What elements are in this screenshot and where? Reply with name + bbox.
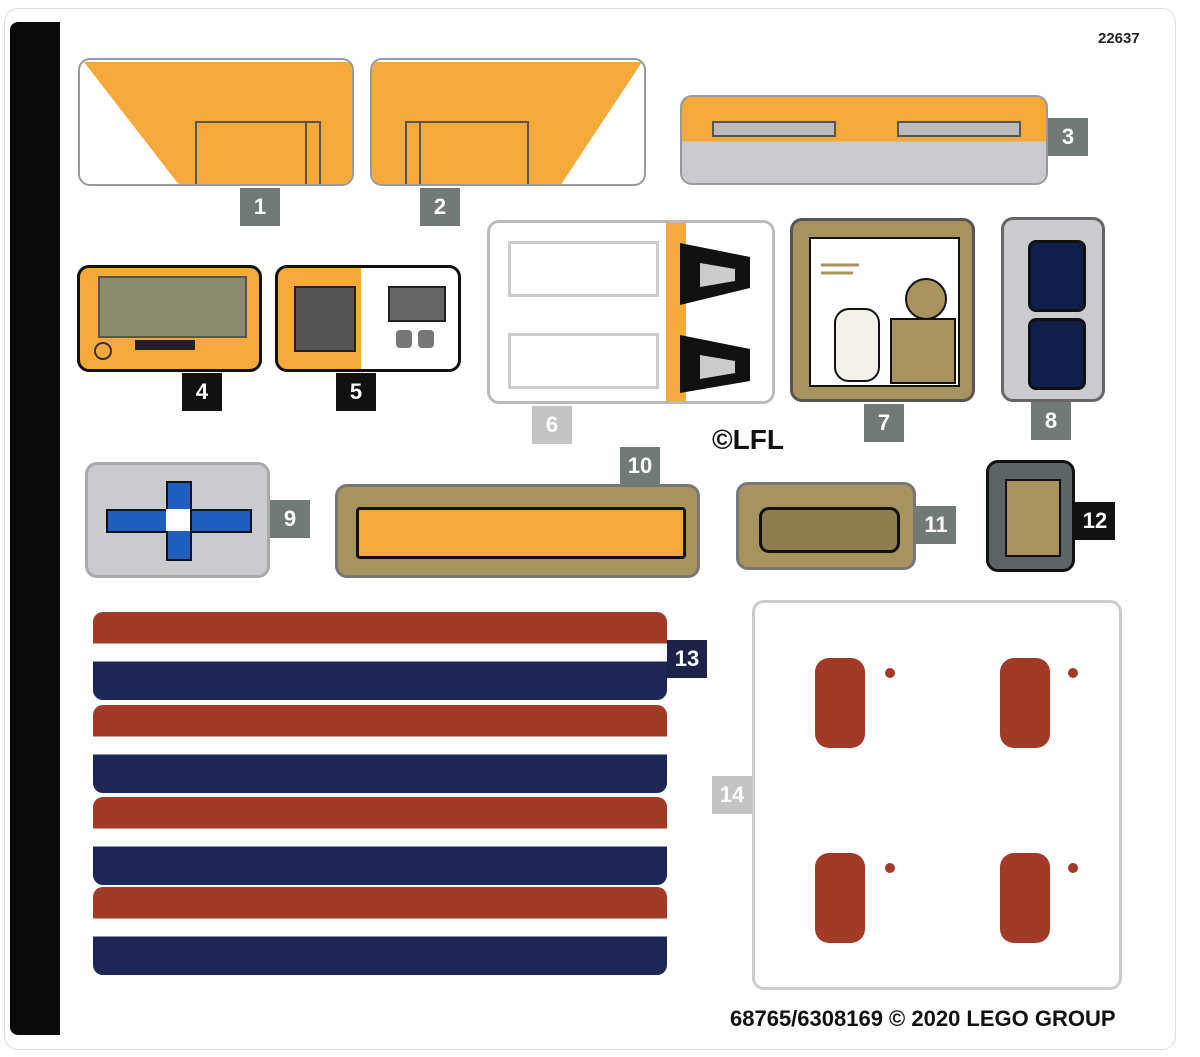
- label-9: 9: [270, 500, 310, 538]
- emblem-icon: [1000, 853, 1078, 943]
- sticker-8[interactable]: [1001, 217, 1105, 402]
- emblem-icon: [1000, 658, 1078, 748]
- label-3: 3: [1048, 118, 1088, 156]
- sticker-13d[interactable]: [93, 887, 667, 975]
- sticker-4[interactable]: [77, 265, 262, 372]
- sheet-number: 22637: [1098, 30, 1140, 47]
- emblem-icon: [815, 658, 895, 748]
- label-10: 10: [620, 447, 660, 485]
- sticker-9[interactable]: [85, 462, 270, 578]
- sticker-14[interactable]: [752, 600, 1122, 990]
- sticker-13c[interactable]: [93, 797, 667, 885]
- backing-strip: [10, 22, 60, 1035]
- emblem-icon: [815, 853, 895, 943]
- sticker-11[interactable]: [736, 482, 916, 570]
- sticker-7[interactable]: [790, 218, 975, 402]
- label-1: 1: [240, 188, 280, 226]
- label-12: 12: [1075, 502, 1115, 540]
- sticker-6[interactable]: [487, 220, 775, 404]
- label-6: 6: [532, 406, 572, 444]
- label-5: 5: [336, 373, 376, 411]
- sticker-13b[interactable]: [93, 705, 667, 793]
- sticker-12[interactable]: [986, 460, 1075, 572]
- label-8: 8: [1031, 402, 1071, 440]
- label-2: 2: [420, 188, 460, 226]
- footer-copyright: 68765/6308169 © 2020 LEGO GROUP: [730, 1006, 1116, 1031]
- label-11: 11: [916, 506, 956, 544]
- label-7: 7: [864, 404, 904, 442]
- sticker-1[interactable]: [78, 58, 354, 186]
- label-13: 13: [667, 640, 707, 678]
- label-4: 4: [182, 373, 222, 411]
- label-14: 14: [712, 776, 752, 814]
- sticker-13a[interactable]: [93, 612, 667, 700]
- sticker-3[interactable]: [680, 95, 1048, 185]
- sticker-sheet: [4, 8, 1176, 1050]
- sticker-5[interactable]: [275, 265, 461, 372]
- lfl-copyright: ©LFL: [712, 424, 784, 455]
- sticker-10[interactable]: [335, 484, 700, 578]
- sticker-2[interactable]: [370, 58, 646, 186]
